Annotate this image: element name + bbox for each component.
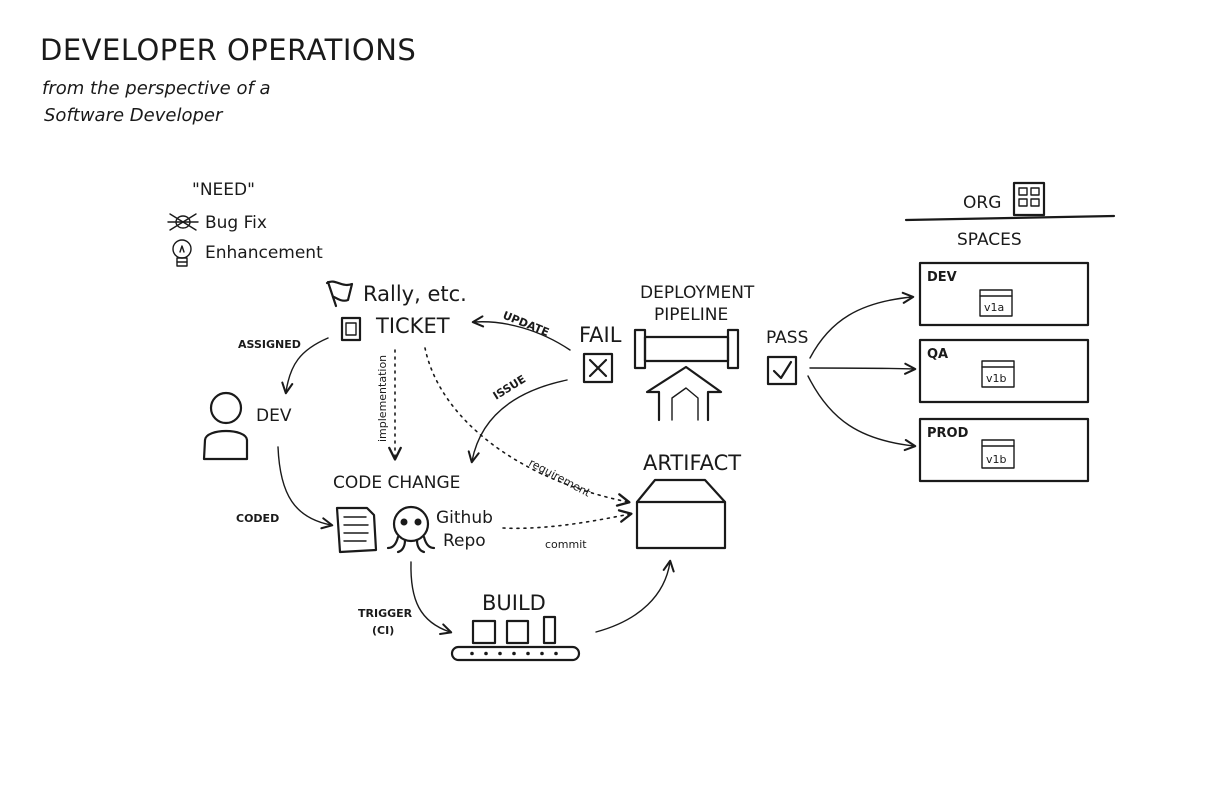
org-label: ORG <box>963 193 1001 213</box>
edges: ASSIGNED CODED implementation requiremen… <box>236 291 917 637</box>
artifact-node: ARTIFACT <box>635 451 741 550</box>
fail-node: FAIL <box>579 323 622 384</box>
space-name: PROD <box>927 426 969 441</box>
fail-x-icon <box>582 352 614 384</box>
org-node: ORG SPACES <box>904 181 1116 250</box>
ticket-label: TICKET <box>375 314 450 338</box>
code-change-node: CODE CHANGE Github Repo <box>333 473 493 554</box>
github-octocat-icon <box>386 505 436 554</box>
org-underline <box>904 214 1116 222</box>
need-item-bug-fix: Bug Fix <box>205 213 267 233</box>
edge-update <box>471 315 571 351</box>
conveyor-belt-icon <box>450 615 581 662</box>
space-version: v1b <box>986 372 1007 385</box>
version-window-icon <box>981 439 1015 469</box>
version-window-icon <box>981 360 1015 388</box>
edge-label-issue: ISSUE <box>491 373 528 403</box>
edge-label-assigned: ASSIGNED <box>238 338 301 351</box>
edge-issue <box>467 379 568 464</box>
code-file-icon <box>335 506 378 554</box>
person-icon <box>202 391 249 461</box>
up-arrow-icon <box>645 365 723 422</box>
version-window-icon <box>979 289 1013 317</box>
build-node: BUILD <box>450 591 581 662</box>
edge-coded <box>277 446 334 530</box>
space-version: v1b <box>986 453 1007 466</box>
need-legend: "NEED" Bug Fix Enhancement <box>167 180 323 267</box>
space-name: DEV <box>927 270 957 285</box>
edge-label-coded: CODED <box>236 512 279 525</box>
space-dev: DEV v1a <box>918 261 1090 327</box>
space-name: QA <box>927 347 948 362</box>
code-change-label: CODE CHANGE <box>333 473 460 493</box>
need-heading: "NEED" <box>192 180 255 200</box>
build-label: BUILD <box>482 591 546 615</box>
edge-requirement <box>424 347 631 507</box>
space-prod: PROD v1b <box>918 417 1090 483</box>
edge-label-requirement: requirement <box>527 456 594 500</box>
diagram-title: DEVELOPER OPERATIONS <box>40 33 416 67</box>
edge-build-artifact <box>595 559 675 633</box>
pipeline-label-line1: DEPLOYMENT <box>640 283 755 303</box>
edge-commit <box>502 509 633 530</box>
subtitle-line2: Software Developer <box>44 105 224 126</box>
spaces-label: SPACES <box>957 230 1022 250</box>
space-qa: QA v1b <box>918 338 1090 404</box>
subtitle-line1: from the perspective of a <box>42 78 271 99</box>
bug-icon <box>167 213 199 231</box>
pipe-icon <box>633 328 740 370</box>
repo-label-line1: Github <box>436 508 493 528</box>
edge-label-trigger-line2: (CI) <box>372 624 394 637</box>
building-icon <box>1012 181 1046 217</box>
pass-check-icon <box>766 355 798 386</box>
edge-pass-prod <box>807 375 917 452</box>
repo-label-line2: Repo <box>443 531 486 551</box>
edge-pass-dev <box>809 291 915 359</box>
dev-label: DEV <box>256 406 292 426</box>
dev-node: DEV <box>202 391 292 461</box>
ticket-node: Rally, etc. TICKET <box>325 280 467 342</box>
edge-trigger <box>410 561 453 635</box>
edge-label-commit: commit <box>545 538 587 551</box>
pass-node: PASS <box>766 328 808 386</box>
pipeline-node: DEPLOYMENT PIPELINE <box>633 283 755 422</box>
artifact-label: ARTIFACT <box>643 451 741 475</box>
edge-label-trigger-line1: TRIGGER <box>358 607 413 620</box>
pass-label: PASS <box>766 328 808 348</box>
ticket-icon <box>340 316 362 342</box>
pipeline-label-line2: PIPELINE <box>654 305 728 325</box>
space-version: v1a <box>984 301 1004 314</box>
edge-assigned <box>281 337 329 395</box>
lightbulb-icon <box>172 239 192 267</box>
artifact-box-icon <box>635 478 727 550</box>
edge-label-implementation: implementation <box>376 355 389 442</box>
need-item-enhancement: Enhancement <box>205 243 323 263</box>
fail-label: FAIL <box>579 323 622 347</box>
edge-pass-qa <box>809 362 917 375</box>
flag-icon <box>325 280 354 308</box>
ticket-tool-label: Rally, etc. <box>363 282 467 306</box>
